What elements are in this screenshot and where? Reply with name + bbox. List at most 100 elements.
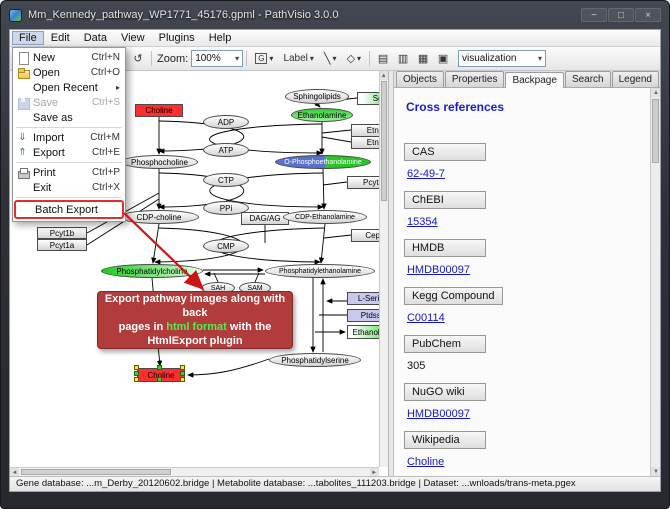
- backpage-section-cas: CAS 62-49-7: [403, 142, 650, 180]
- node-adp[interactable]: ADP: [203, 115, 249, 129]
- visualization-select[interactable]: visualization ▾: [458, 50, 546, 67]
- backpage-section-pubchem: PubChem 305: [403, 334, 650, 372]
- node-l-serine[interactable]: L-Serine: [347, 292, 388, 305]
- canvas-vertical-scrollbar[interactable]: ▲: [378, 71, 388, 467]
- menu-view[interactable]: View: [120, 32, 145, 44]
- vertical-scroll-thumb[interactable]: [380, 81, 387, 201]
- node-pcyt2[interactable]: Pcyt2: [347, 176, 388, 189]
- backpage-section-chebi: ChEBI 15354: [403, 190, 650, 228]
- node-phosphocholine[interactable]: Phosphocholine: [121, 155, 198, 169]
- menu-item-print[interactable]: Print Ctrl+P: [13, 165, 125, 180]
- menu-item-open-recent[interactable]: Open Recent ▸: [33, 81, 120, 94]
- node-etnk2[interactable]: Etnk2: [351, 136, 388, 149]
- wikipedia-link[interactable]: Choline: [406, 456, 445, 468]
- selection-handle[interactable]: [180, 371, 185, 376]
- node-dag-ag[interactable]: DAG/AG: [241, 212, 289, 225]
- zoom-select[interactable]: 100% ▾: [191, 50, 244, 67]
- menu-help[interactable]: Help: [208, 32, 232, 44]
- selection-handle[interactable]: [157, 377, 162, 382]
- tab-objects[interactable]: Objects: [395, 71, 444, 87]
- stack-horizontal-button[interactable]: ▦: [417, 53, 429, 65]
- backpage-panel: Cross references CAS 62-49-7 ChEBI 15354…: [394, 88, 650, 476]
- node-phosphatidylcholine[interactable]: Phosphatidylcholine: [101, 264, 203, 278]
- panel-scrollbar[interactable]: ▲ ▼: [650, 88, 660, 476]
- scroll-up-icon[interactable]: ▲: [379, 71, 388, 80]
- backpage-section-hmdb: HMDB HMDB00097: [403, 238, 650, 276]
- node-o-phosphoethanolamine[interactable]: O-Phosphoethanolamine: [275, 155, 371, 169]
- node-pcyt1a[interactable]: Pcyt1a: [37, 239, 87, 251]
- scroll-up-icon[interactable]: ▲: [651, 88, 660, 97]
- menu-item-exit[interactable]: Exit Ctrl+X: [33, 181, 120, 194]
- node-phosphatidylserine[interactable]: Phosphatidylserine: [269, 353, 361, 367]
- menu-separator: [16, 127, 122, 128]
- node-ctp[interactable]: CTP: [203, 173, 249, 187]
- node-ptdss2[interactable]: Ptdss2: [347, 309, 388, 322]
- menu-separator: [16, 197, 122, 198]
- menu-data[interactable]: Data: [83, 32, 107, 44]
- panel-splitter[interactable]: [388, 71, 394, 476]
- zoom-value: 100%: [195, 53, 221, 64]
- stack-vertical-button[interactable]: ▣: [437, 53, 449, 65]
- menu-item-save-as[interactable]: Save as: [33, 111, 73, 124]
- file-menu-dropdown: New Ctrl+N Open Ctrl+O Open Recent ▸ Sav…: [12, 47, 126, 222]
- tab-search[interactable]: Search: [564, 71, 611, 87]
- pubchem-value: 305: [406, 360, 426, 372]
- tab-backpage[interactable]: Backpage: [505, 72, 564, 88]
- node-cdp-choline[interactable]: CDP-choline: [119, 210, 199, 224]
- label-tool-button[interactable]: Label ▾: [278, 49, 318, 68]
- new-file-icon: [17, 51, 29, 65]
- node-cdp-ethanolamine[interactable]: CDP-Ethanolamine: [283, 210, 367, 224]
- line-tool-button[interactable]: ╲ ▾: [319, 49, 342, 68]
- node-ethanolamine[interactable]: Ethanolamine: [291, 108, 353, 122]
- horizontal-scroll-thumb[interactable]: [21, 469, 171, 475]
- chebi-link[interactable]: 15354: [406, 216, 438, 228]
- tab-properties[interactable]: Properties: [444, 71, 505, 87]
- scroll-right-icon[interactable]: ►: [369, 468, 379, 476]
- open-folder-icon: [17, 67, 30, 79]
- node-choline-top[interactable]: Choline: [135, 104, 183, 117]
- shape-tool-button[interactable]: ◇ ▾: [342, 49, 366, 68]
- align-horizontal-button[interactable]: ▤: [377, 53, 389, 65]
- kegg-link[interactable]: C00114: [406, 312, 445, 324]
- close-button[interactable]: ×: [635, 8, 661, 22]
- node-atp[interactable]: ATP: [203, 143, 249, 157]
- node-cmp[interactable]: CMP: [203, 239, 249, 253]
- cas-link[interactable]: 62-49-7: [406, 168, 445, 180]
- selection-handle[interactable]: [134, 377, 139, 382]
- undo-button[interactable]: ↺: [133, 53, 143, 65]
- node-cept1[interactable]: Cept1: [351, 229, 388, 242]
- selection-handle[interactable]: [134, 371, 139, 376]
- selection-handle[interactable]: [180, 365, 185, 370]
- menu-plugins[interactable]: Plugins: [158, 32, 195, 44]
- minimize-button[interactable]: −: [581, 8, 607, 22]
- menu-item-import[interactable]: ⇓ Import Ctrl+M: [13, 130, 125, 145]
- menu-item-batch-export[interactable]: Batch Export: [14, 200, 124, 219]
- nugo-link[interactable]: HMDB00097: [406, 408, 470, 420]
- panel-scroll-thumb[interactable]: [652, 99, 659, 163]
- menu-item-save[interactable]: Save Ctrl+S: [13, 95, 125, 110]
- node-ppi[interactable]: PPi: [203, 201, 249, 215]
- align-vertical-button[interactable]: ▥: [397, 53, 409, 65]
- node-phosphatidylethanolamine[interactable]: Phosphatidylethanolamine: [265, 264, 375, 278]
- scroll-down-icon[interactable]: ▼: [651, 467, 660, 476]
- selection-handle[interactable]: [134, 365, 139, 370]
- status-text: Gene database: ...m_Derby_20120602.bridg…: [16, 478, 576, 489]
- submenu-arrow-icon: ▸: [115, 83, 120, 92]
- menu-item-export[interactable]: ⇑ Export Ctrl+E: [13, 145, 125, 160]
- canvas-horizontal-scrollbar[interactable]: ◄ ►: [10, 467, 379, 476]
- menu-item-open[interactable]: Open Ctrl+O: [13, 65, 125, 80]
- maximize-button[interactable]: □: [608, 8, 634, 22]
- hmdb-link[interactable]: HMDB00097: [406, 264, 470, 276]
- menu-edit[interactable]: Edit: [50, 32, 70, 44]
- section-header-cas: CAS: [403, 143, 486, 161]
- datanode-tool-button[interactable]: G ▾: [250, 49, 278, 68]
- selection-handle[interactable]: [157, 365, 162, 370]
- node-pcyt1b[interactable]: Pcyt1b: [37, 227, 87, 239]
- tab-legend[interactable]: Legend: [611, 71, 659, 87]
- node-sphingolipids[interactable]: Sphingolipids: [285, 89, 349, 104]
- selection-handle[interactable]: [180, 377, 185, 382]
- scroll-left-icon[interactable]: ◄: [10, 468, 19, 476]
- menu-file[interactable]: File: [12, 31, 44, 45]
- menu-item-new[interactable]: New Ctrl+N: [13, 50, 125, 65]
- node-ethanolamine-2[interactable]: Ethanolamine: [347, 325, 388, 339]
